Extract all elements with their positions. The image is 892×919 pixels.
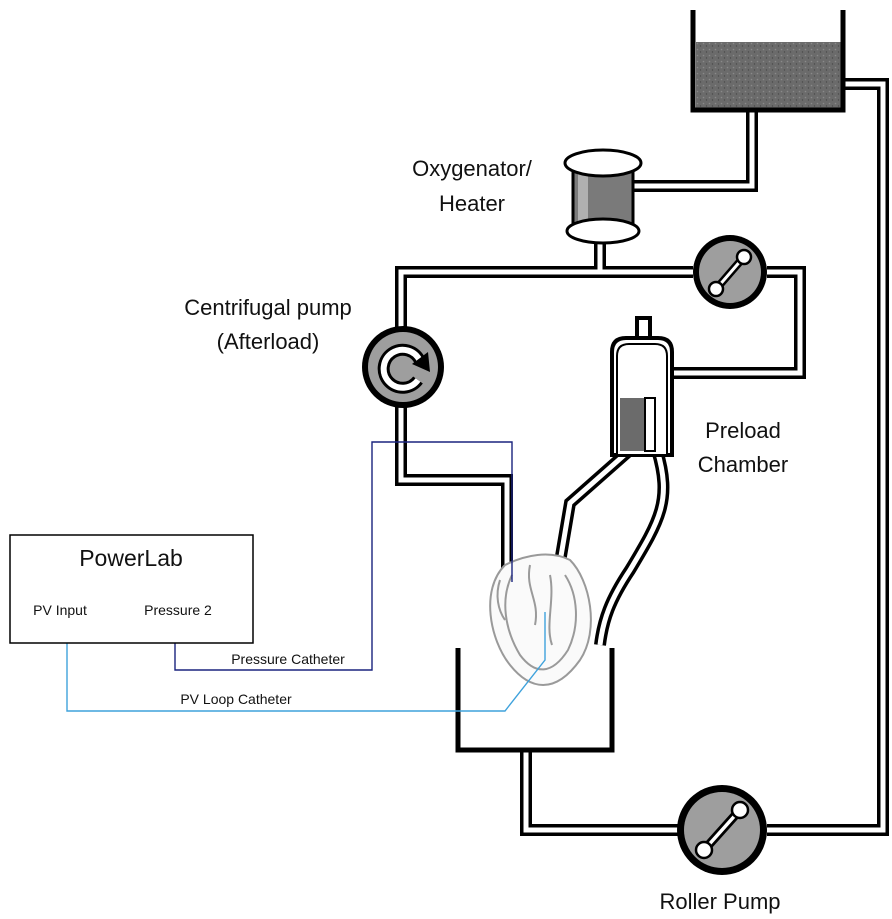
preload-chamber-label-line1: Preload xyxy=(705,418,781,443)
roller-pump-label: Roller Pump xyxy=(659,889,780,914)
pv-input-label: PV Input xyxy=(33,602,87,618)
pressure-2-label: Pressure 2 xyxy=(144,602,212,618)
preload-chamber xyxy=(610,316,674,457)
heart xyxy=(489,553,592,686)
oxygenator-label-line2: Heater xyxy=(439,191,505,216)
pressure-catheter-label: Pressure Catheter xyxy=(231,651,345,667)
pv-loop-catheter-wire xyxy=(66,612,546,712)
centrifugal-pump-label-line1: Centrifugal pump xyxy=(184,295,352,320)
reservoir xyxy=(690,10,846,113)
roller-pump-top xyxy=(693,235,767,309)
powerlab-title: PowerLab xyxy=(79,545,183,571)
powerlab-box: PowerLab PV Input Pressure 2 xyxy=(9,534,254,644)
bath xyxy=(455,648,615,753)
centrifugal-pump-label-line2: (Afterload) xyxy=(217,329,320,354)
tubing xyxy=(395,78,889,836)
oxygenator-label-line1: Oxygenator/ xyxy=(412,156,533,181)
pv-loop-catheter-label: PV Loop Catheter xyxy=(180,691,292,707)
pressure-catheter-wire xyxy=(174,441,513,671)
roller-pump-bottom xyxy=(677,785,767,875)
centrifugal-pump xyxy=(362,326,444,408)
oxygenator xyxy=(563,148,643,245)
preload-chamber-label-line2: Chamber xyxy=(698,452,788,477)
